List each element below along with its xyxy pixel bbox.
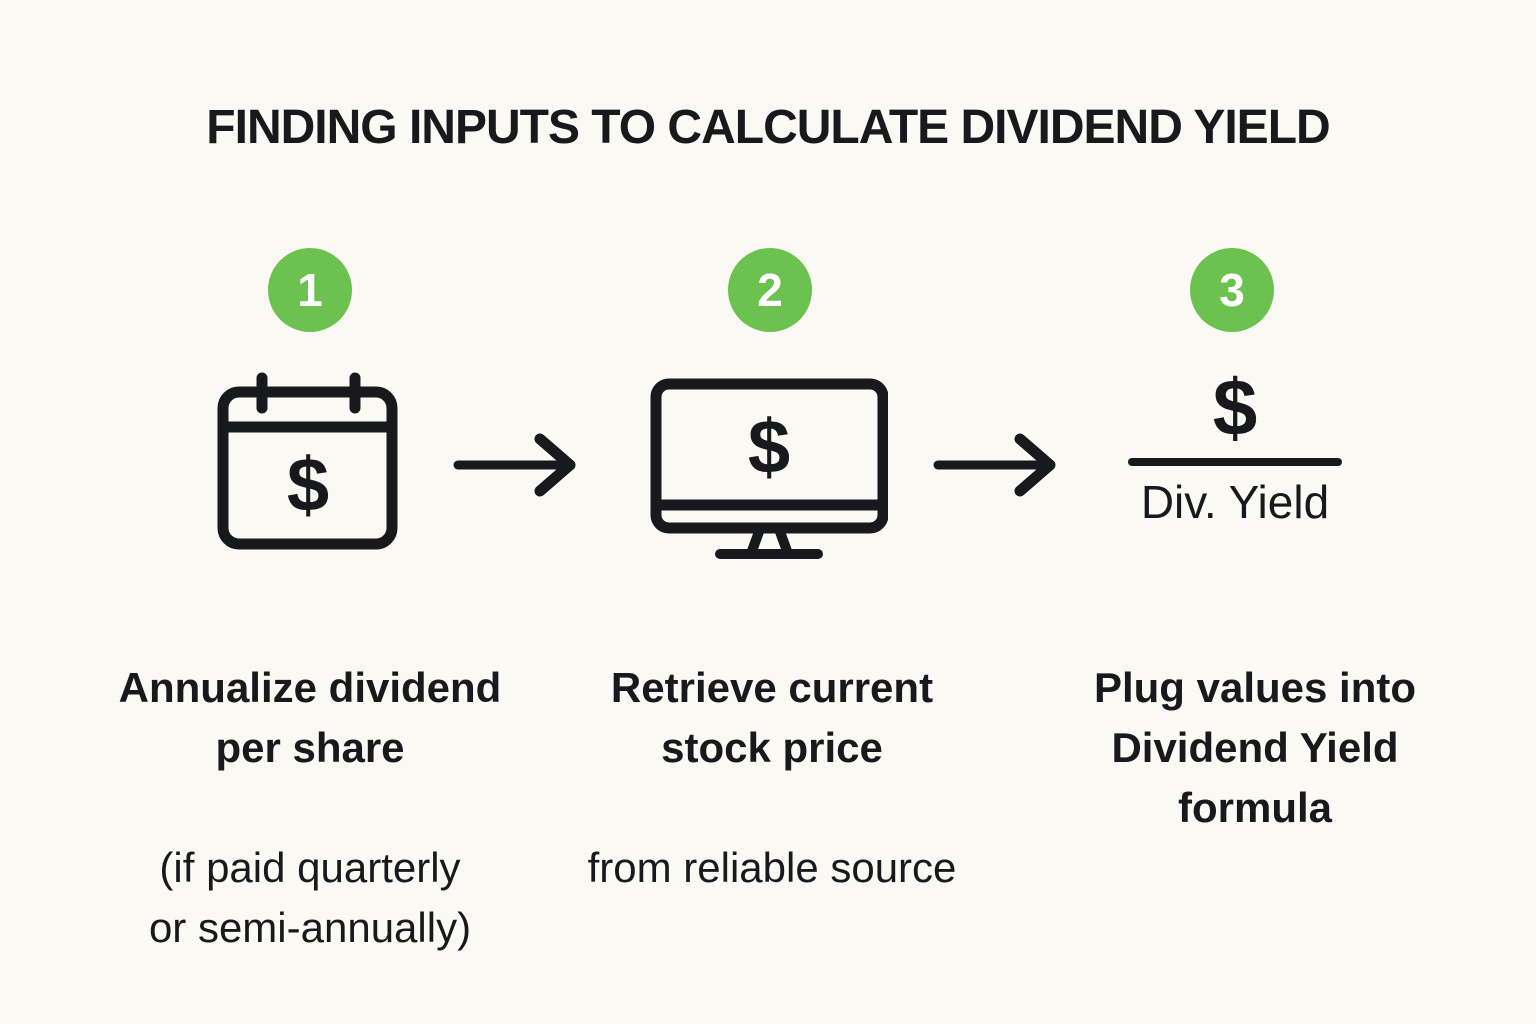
step-2-caption-main: Retrieve current stock price [610, 664, 934, 771]
step-2-caption-sub: from reliable source [587, 844, 957, 891]
step-3-number-badge: 3 [1190, 248, 1274, 332]
arrow-right-icon [933, 433, 1056, 497]
fraction-bar [1128, 458, 1342, 466]
step-1-caption-sub: (if paid quarterly or semi-annually) [148, 844, 472, 951]
page-title: FINDING INPUTS TO CALCULATE DIVIDEND YIE… [206, 101, 1330, 154]
fraction-numerator: $ [1212, 363, 1258, 452]
step-3-caption: Plug values into Dividend Yield formula [1005, 598, 1505, 958]
step-2-number-badge: 2 [728, 248, 812, 332]
monitor-dollar-icon: $ [650, 378, 888, 559]
monitor-dollar-symbol: $ [748, 405, 790, 490]
step-1-number: 1 [297, 264, 323, 316]
fraction-denominator: Div. Yield [1140, 476, 1330, 528]
dividend-yield-fraction: $ Div. Yield [1110, 366, 1360, 528]
step-3-caption-main: Plug values into Dividend Yield formula [1093, 664, 1417, 831]
arrow-right-icon [453, 433, 576, 497]
step-1-number-badge: 1 [268, 248, 352, 332]
calendar-dollar-icon: $ [217, 372, 398, 550]
step-2-number: 2 [757, 264, 783, 316]
step-2-caption: Retrieve current stock price from reliab… [522, 598, 1022, 958]
step-1-caption-main: Annualize dividend per share [118, 664, 502, 771]
calendar-dollar-symbol: $ [287, 443, 329, 528]
step-3-number: 3 [1219, 264, 1245, 316]
step-1-caption: Annualize dividend per share (if paid qu… [60, 598, 560, 1018]
